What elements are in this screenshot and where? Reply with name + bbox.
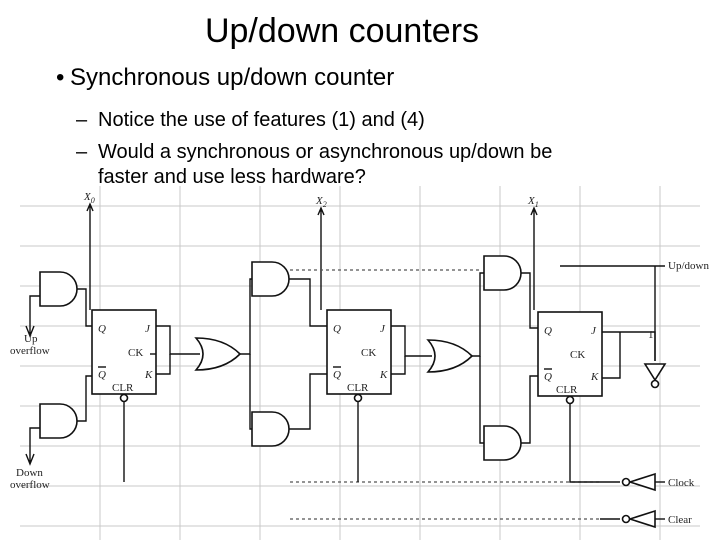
svg-text:K: K bbox=[144, 369, 153, 381]
updown-counter-circuit: X0 X2 X1 Up/down bbox=[10, 186, 709, 540]
inverter-buffer bbox=[643, 363, 667, 389]
jk-flip-flop-3: Q J CK Q K CLR bbox=[537, 311, 603, 405]
jk-flip-flop-1: Q J CK Q K CLR bbox=[91, 309, 157, 403]
output-arrow-x2 bbox=[317, 206, 325, 310]
svg-text:Q: Q bbox=[544, 371, 552, 383]
svg-text:J: J bbox=[380, 323, 386, 335]
svg-text:Q: Q bbox=[333, 369, 341, 381]
and-gate-bottom-3 bbox=[483, 425, 522, 461]
or-gate-2 bbox=[426, 339, 474, 373]
up-overflow-label-1: Up bbox=[24, 333, 38, 345]
clear-buffer bbox=[621, 509, 665, 529]
jk-flip-flop-2: Q J CK Q K CLR bbox=[326, 309, 392, 403]
bullet-dot: • bbox=[56, 64, 65, 91]
svg-text:Q: Q bbox=[98, 369, 106, 381]
svg-text:CLR: CLR bbox=[347, 382, 369, 394]
output-arrow-x1 bbox=[530, 206, 538, 310]
svg-text:Q: Q bbox=[544, 325, 552, 337]
and-gate-bottom-2 bbox=[251, 411, 290, 447]
output-label-x0: X0 bbox=[83, 191, 95, 205]
svg-text:J: J bbox=[591, 325, 597, 337]
down-overflow-label-1: Down bbox=[16, 467, 43, 479]
svg-text:CK: CK bbox=[128, 347, 143, 359]
sub-text: Notice the use of features (1) and (4) bbox=[98, 109, 425, 131]
output-arrow-x0 bbox=[86, 202, 94, 310]
svg-text:CK: CK bbox=[361, 347, 376, 359]
svg-text:Q: Q bbox=[333, 323, 341, 335]
svg-text:CLR: CLR bbox=[112, 382, 134, 394]
sub-text: Would a synchronous or asynchronous up/d… bbox=[98, 141, 553, 163]
and-gate-top-1 bbox=[39, 271, 78, 307]
sub-item-features: –Notice the use of features (1) and (4) bbox=[76, 108, 425, 132]
svg-text:K: K bbox=[590, 371, 599, 383]
sub-dash: – bbox=[76, 141, 88, 163]
circuit-wires bbox=[25, 266, 656, 520]
svg-text:Q: Q bbox=[98, 323, 106, 335]
slide-title: Up/down counters bbox=[204, 12, 480, 50]
and-gate-top-3 bbox=[483, 255, 522, 291]
sub-item-question: –Would a synchronous or asynchronous up/… bbox=[76, 140, 552, 164]
svg-text:CK: CK bbox=[570, 349, 585, 361]
up-overflow-label-2: overflow bbox=[10, 345, 50, 357]
clock-label: Clock bbox=[668, 477, 695, 489]
clear-label: Clear bbox=[668, 514, 692, 526]
output-label-x2: X2 bbox=[315, 195, 327, 209]
updown-label: Up/down bbox=[668, 260, 709, 272]
svg-text:J: J bbox=[145, 323, 151, 335]
sub-dash: – bbox=[76, 109, 88, 131]
constant-one-label: 1 bbox=[648, 329, 654, 341]
and-gate-bottom-1 bbox=[39, 403, 78, 439]
down-overflow-label-2: overflow bbox=[10, 479, 50, 491]
svg-text:CLR: CLR bbox=[556, 384, 578, 396]
bullet-item: •Synchronous up/down counter bbox=[56, 64, 394, 92]
svg-text:K: K bbox=[379, 369, 388, 381]
clock-buffer bbox=[621, 472, 665, 492]
or-gate-1 bbox=[194, 337, 242, 371]
sub-item-question-cont: faster and use less hardware? bbox=[98, 166, 366, 188]
and-gate-top-2 bbox=[251, 261, 290, 297]
output-label-x1: X1 bbox=[527, 195, 539, 209]
bullet-text: Synchronous up/down counter bbox=[70, 64, 395, 91]
